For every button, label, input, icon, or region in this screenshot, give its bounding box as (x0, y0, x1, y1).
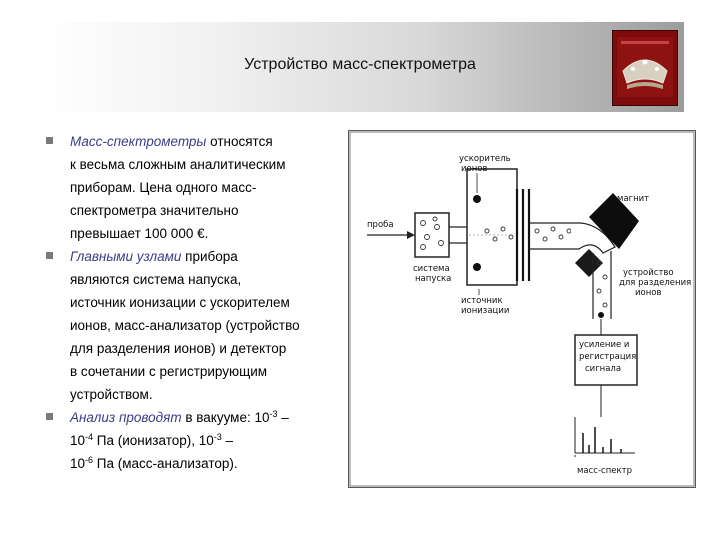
bullet-text: относятся (206, 134, 273, 149)
exponent: -3 (269, 409, 278, 419)
bullet-emphasis: Масс-спектрометры (70, 134, 207, 149)
magnet-block (589, 193, 639, 249)
label-accelerator-1: ускоритель (459, 154, 511, 164)
bullet-emphasis: Главными узлами (70, 249, 182, 264)
bullet-text: Па (масс-анализатор). (93, 456, 238, 471)
label-source-2: ионизации (461, 306, 509, 316)
bullet-text: устройством. (70, 387, 153, 402)
bullet-text: в вакууме: 10 (181, 410, 270, 425)
crown-logo-icon (612, 30, 678, 106)
bullet-text: 10 (70, 433, 86, 448)
detector-dot (598, 312, 604, 318)
label-amplifier-1: усиление и (579, 340, 629, 350)
ion-beam (484, 226, 588, 242)
bullet-text: для разделения ионов) и детектор (70, 341, 287, 356)
bullet-text: – (221, 433, 234, 448)
label-inlet-1: система (413, 264, 450, 274)
square-bullet-icon (46, 252, 53, 259)
exponent: -6 (85, 455, 94, 465)
arrow-head-icon (407, 231, 415, 239)
bullet-item-components: Главными узлами прибора являются система… (42, 245, 342, 406)
exponent: -4 (85, 432, 94, 442)
label-amplifier-2: регистрация (579, 352, 636, 362)
label-separator-1: устройство (623, 268, 674, 278)
label-magnet: магнит (617, 194, 649, 204)
bullet-text: в сочетании с регистрирующим (70, 364, 268, 379)
page-title: Устройство масс-спектрометра (244, 56, 476, 73)
bullet-text: являются система напуска, (70, 272, 242, 287)
bullet-text: – (277, 410, 289, 425)
bullet-text: 10 (70, 456, 86, 471)
mass-spectrum-plot (574, 417, 635, 457)
bullet-text: ионов, масс-анализатор (устройство (70, 318, 300, 333)
electrode-dot (473, 195, 481, 203)
inlet-box (414, 212, 450, 258)
bullet-text: Па (ионизатор), 10 (93, 433, 214, 448)
mass-spectrometer-diagram: ускоритель ионов проба магнит система на… (348, 130, 696, 488)
amplifier-box (574, 334, 638, 386)
label-separator-2: для разделения (619, 278, 691, 288)
separated-ions (596, 260, 608, 308)
accelerator-plates (515, 189, 531, 281)
inlet-molecules (420, 216, 444, 250)
bullet-item-price: Масс-спектрометры относятся к весьма сло… (42, 130, 342, 245)
bullet-text: превышает 100 000 €. (70, 226, 209, 241)
label-inlet-2: напуска (415, 274, 451, 284)
square-bullet-icon (46, 137, 53, 144)
bullet-emphasis: Анализ проводят (70, 410, 182, 425)
title-band: Устройство масс-спектрометра (36, 22, 684, 112)
diagram-border (349, 131, 695, 487)
bullet-list: Масс-спектрометры относятся к весьма сло… (42, 130, 342, 475)
exponent: -3 (213, 432, 222, 442)
square-bullet-icon (46, 413, 53, 420)
bullet-text: к весьма сложным аналитическим (70, 157, 286, 172)
label-source-1: источник (461, 296, 503, 306)
label-spectrum: масс-спектр (577, 466, 632, 476)
bullet-item-vacuum: Анализ проводят в вакууме: 10-3 – 10-4 П… (42, 406, 342, 475)
label-separator-3: ионов (635, 288, 662, 298)
bullet-text: спектрометра значительно (70, 203, 239, 218)
label-probe: проба (367, 220, 394, 230)
label-accelerator-2: ионов (461, 164, 488, 174)
bullet-text: прибора (181, 249, 238, 264)
electrode-dot (473, 263, 481, 271)
bullet-text: приборам. Цена одного масс- (70, 180, 257, 195)
bullet-text: источник ионизации с ускорителем (70, 295, 290, 310)
label-amplifier-3: сигнала (585, 364, 621, 374)
magnet-pole (575, 249, 603, 277)
